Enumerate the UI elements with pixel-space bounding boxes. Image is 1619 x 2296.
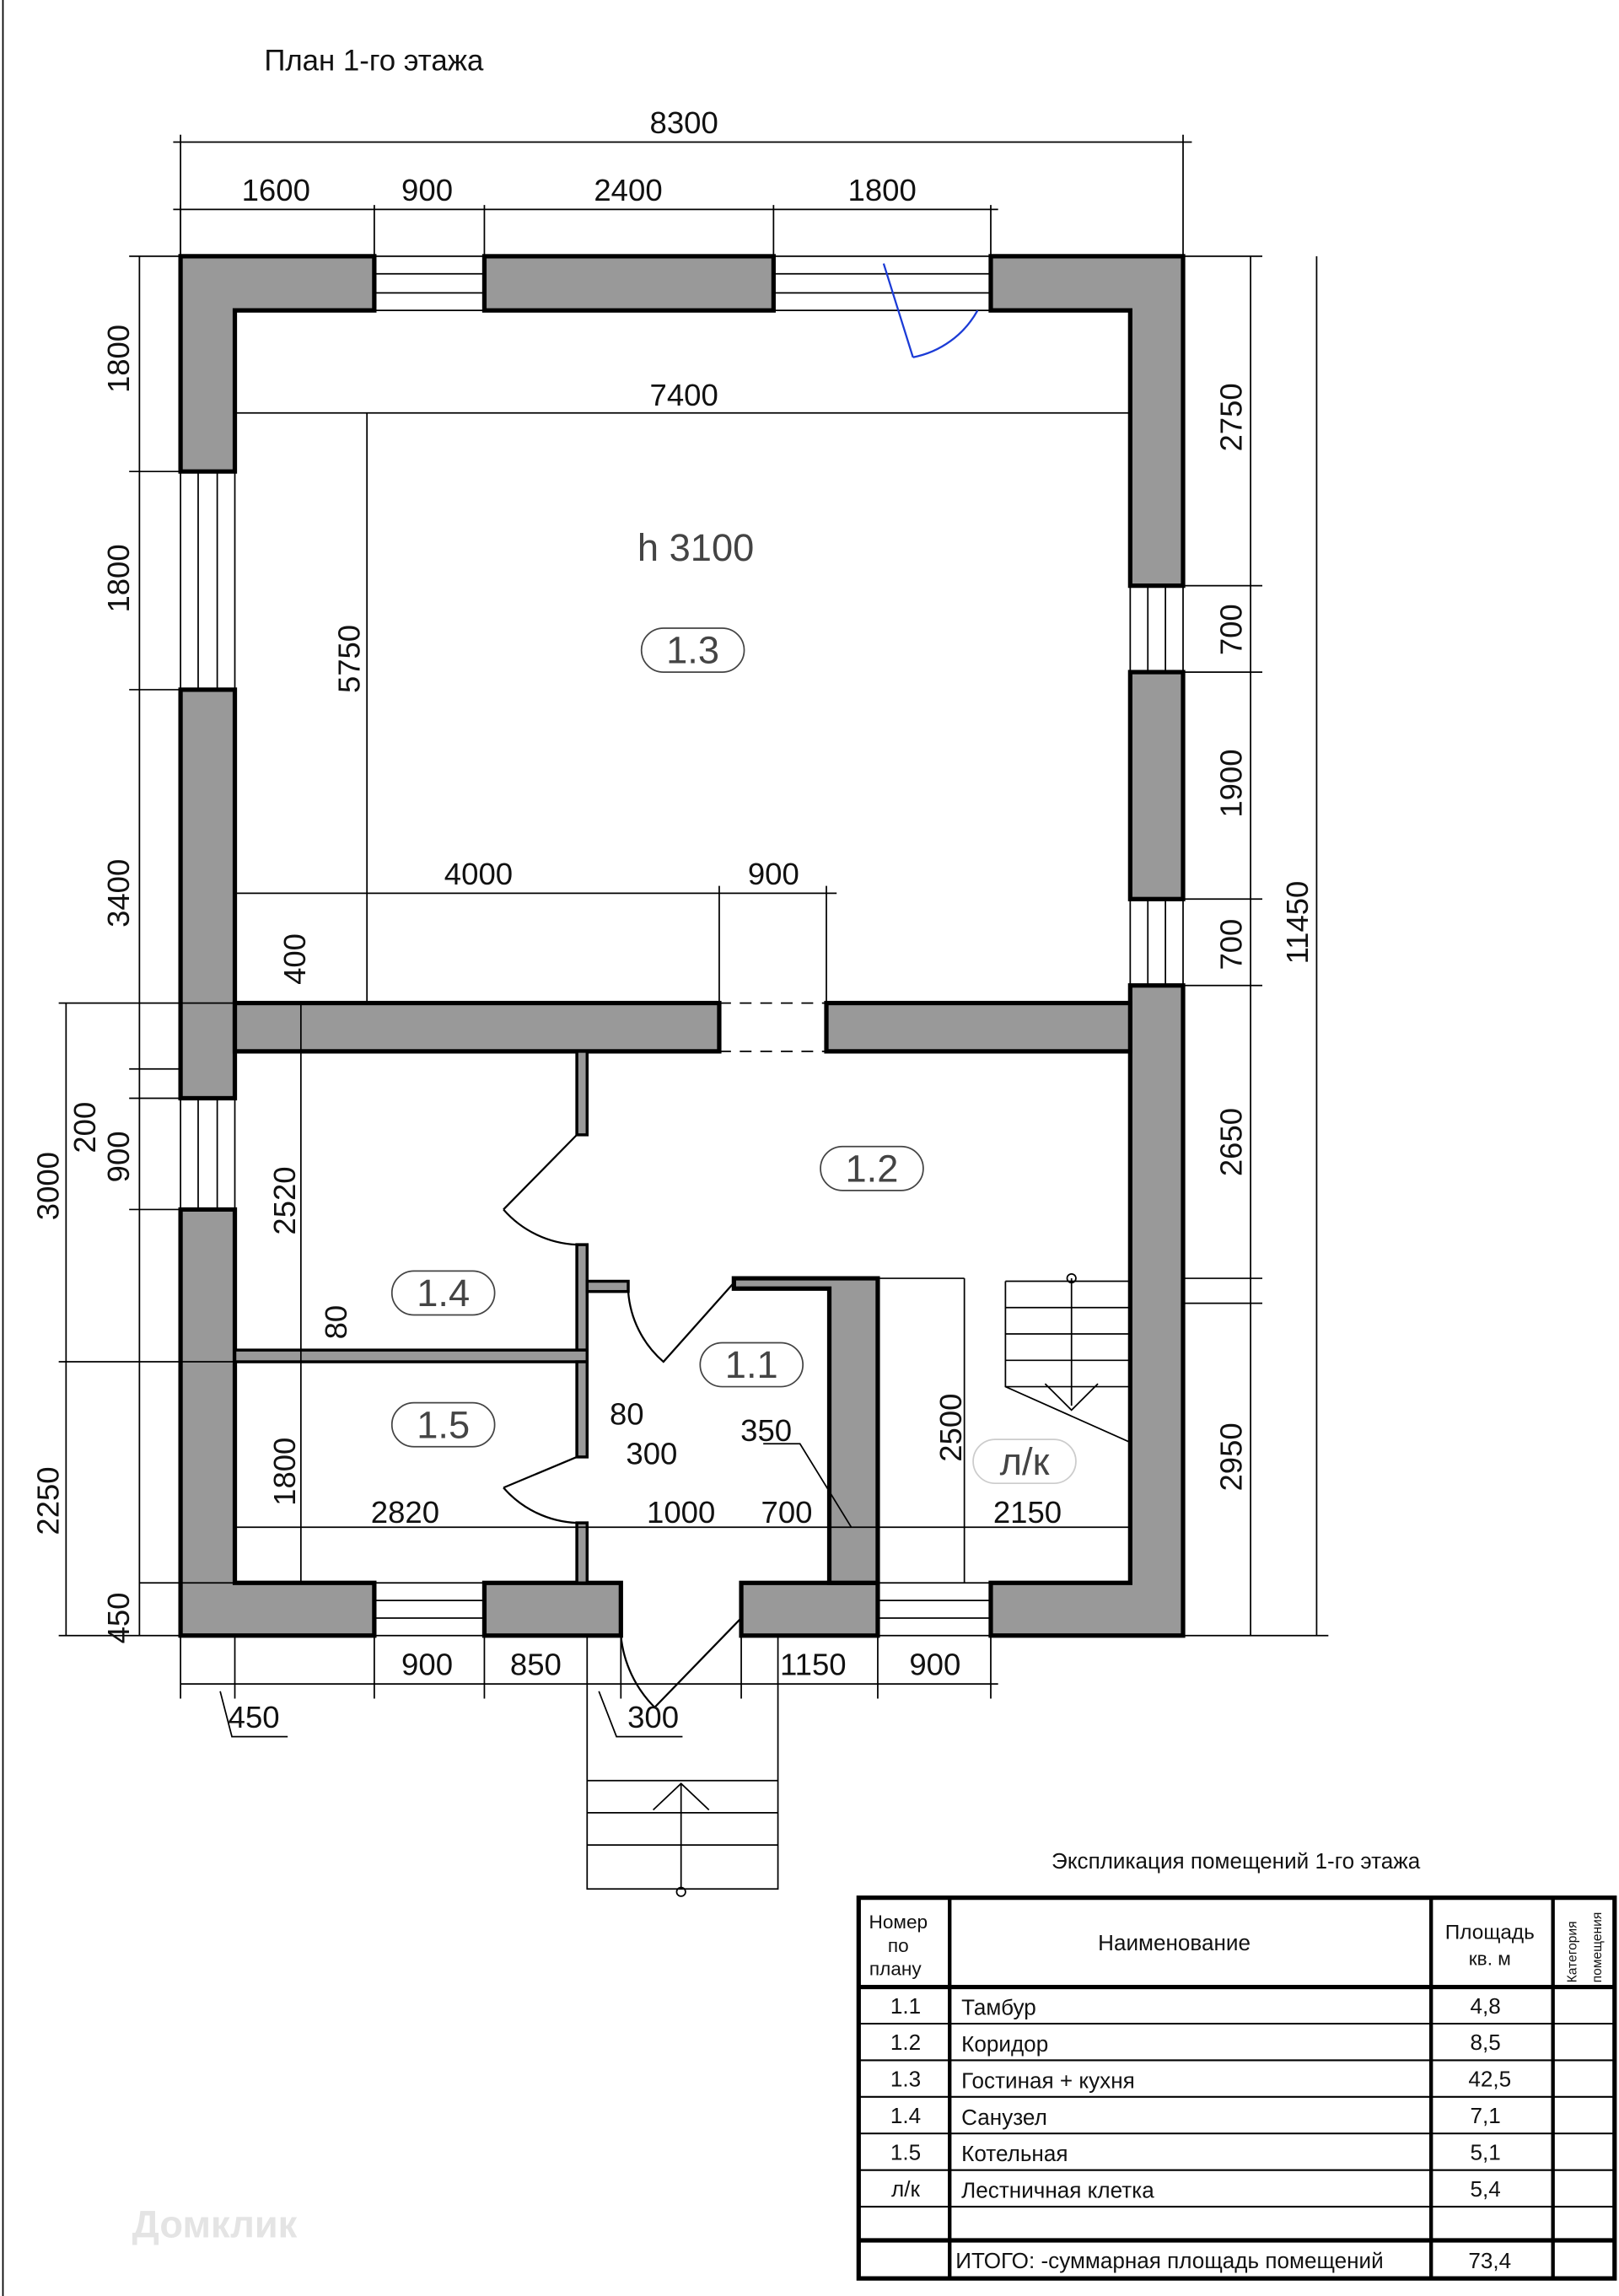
table-row: 1.2 Коридор 8,5: [890, 2030, 1501, 2057]
table-total-row: ИТОГО: -суммарная площадь помещений 73,4: [955, 2248, 1511, 2273]
dimension-label: 3000: [31, 1152, 66, 1220]
dimension-label: 1800: [267, 1438, 302, 1506]
table-cell: 4,8: [1470, 1993, 1500, 2019]
room-tag: л/к: [1000, 1440, 1050, 1483]
dimension-label: 1000: [647, 1495, 715, 1530]
table-cell: 1.4: [890, 2103, 921, 2128]
dimension-label: 450: [101, 1593, 136, 1644]
dimension-label: 350: [740, 1413, 792, 1448]
dimension-label: 1800: [101, 325, 136, 393]
dimension-label: 900: [748, 857, 799, 891]
table-cell: 8,5: [1470, 2030, 1500, 2055]
dimension-label: 2820: [371, 1495, 439, 1530]
table-cell: Площадь: [1445, 1921, 1535, 1944]
dimension-label: 80: [319, 1305, 353, 1340]
dimension-label: 4000: [444, 857, 513, 891]
watermark: Домклик: [132, 2203, 298, 2246]
dimension-label: 3400: [101, 859, 136, 928]
dimension-label: 2750: [1214, 383, 1249, 451]
dimension-label: 5750: [331, 625, 366, 693]
dimension-label: 400: [277, 933, 312, 985]
dimension-label: 450: [229, 1700, 280, 1734]
table-row: 1.5 Котельная 5,1: [890, 2140, 1501, 2167]
table-cell: Лестничная клетка: [961, 2178, 1154, 2203]
explication-table: Экспликация помещений 1-го этажа Номер п…: [856, 1848, 1617, 2281]
table-row: 1.1 Тамбур 4,8: [890, 1993, 1501, 2020]
dimension-label: 900: [401, 1648, 453, 1682]
room-tag: 1.5: [417, 1403, 470, 1446]
room-tag: 1.1: [725, 1343, 778, 1386]
dimension-label: 8300: [650, 105, 718, 140]
dimension-label: 1600: [242, 173, 310, 207]
room-tag: 1.4: [417, 1272, 470, 1315]
dimension-label: 700: [761, 1495, 813, 1530]
table-row: 1.4 Санузел 7,1: [890, 2103, 1501, 2130]
doors: [503, 263, 979, 1709]
table-cell: по: [888, 1935, 909, 1956]
ceiling-height-label: h 3100: [637, 526, 754, 569]
dimension-label: 1800: [101, 544, 136, 612]
table-row: л/к Лестничная клетка 5,4: [891, 2176, 1501, 2203]
table-cell: 7,1: [1470, 2103, 1500, 2128]
dimension-label: 700: [1214, 604, 1249, 655]
table-row: 1.3 Гостиная + кухня 42,5: [890, 2067, 1511, 2094]
room-tags: 1.3 1.2 1.4 1.1 1.5 л/к: [390, 627, 1077, 1485]
dimension-label: 1800: [848, 173, 917, 207]
table-cell: 1.1: [890, 1993, 921, 2019]
dimension-label: 2500: [933, 1394, 968, 1462]
room-tag: 1.2: [846, 1147, 899, 1190]
dimension-label: 80: [610, 1397, 644, 1432]
table-cell: 1.2: [890, 2030, 921, 2055]
dimension-label: 900: [909, 1648, 960, 1682]
table-cell: плану: [869, 1959, 922, 1980]
table-cell: Тамбур: [961, 1995, 1036, 2020]
dimension-label: 1150: [780, 1648, 847, 1682]
table-cell: Котельная: [961, 2141, 1068, 2166]
table-cell: Коридор: [961, 2031, 1048, 2057]
dimension-label: 900: [101, 1132, 136, 1183]
dimension-label: 2950: [1214, 1422, 1249, 1491]
dimension-label: 2650: [1214, 1108, 1249, 1176]
table-cell: 1.3: [890, 2067, 921, 2092]
table-cell: 5,1: [1470, 2140, 1500, 2165]
dimension-label: 7400: [650, 378, 718, 412]
table-cell: 73,4: [1468, 2248, 1511, 2273]
table-cell: Санузел: [961, 2105, 1047, 2130]
table-cell: ИТОГО: -суммарная площадь помещений: [955, 2248, 1384, 2273]
dimension-label: 300: [627, 1700, 679, 1734]
table-cell: 42,5: [1468, 2067, 1511, 2092]
table-cell: 5,4: [1470, 2176, 1500, 2202]
dimension-label: 900: [401, 173, 453, 207]
dimension-label: 700: [1214, 919, 1249, 971]
stairs: [586, 1272, 1131, 1897]
dimension-label: 11450: [1280, 881, 1315, 965]
table-rows: 1.1 Тамбур 4,8 1.2 Коридор 8,5 1.3 Гостиная +…: [890, 1993, 1511, 2273]
plan-title: План 1-го этажа: [264, 45, 484, 77]
windows: [180, 255, 1184, 1637]
dimension-label: 850: [510, 1648, 562, 1682]
dimension-labels: 8300 1600 900 2400 1800 7400 4000 900 57…: [31, 105, 1315, 1734]
dimension-label: 2250: [31, 1466, 66, 1535]
table-cell: кв. м: [1469, 1949, 1511, 1970]
dimension-label: 300: [626, 1437, 677, 1471]
dimension-label: 2150: [993, 1495, 1062, 1530]
table-cell: л/к: [891, 2176, 920, 2202]
table-cell: Гостиная + кухня: [961, 2067, 1135, 2093]
dimension-lines: [58, 134, 1329, 1738]
dimension-label: 200: [67, 1102, 102, 1153]
table-cell: Наименование: [1098, 1930, 1251, 1955]
table-cell: помещения: [1590, 1912, 1605, 1983]
dimension-label: 1900: [1214, 750, 1249, 818]
dimension-label: 2520: [267, 1166, 302, 1234]
room-tag: 1.3: [666, 629, 719, 672]
table-cell: 1.5: [890, 2140, 921, 2165]
dimension-label: 2400: [594, 173, 662, 207]
table-title: Экспликация помещений 1-го этажа: [1052, 1848, 1421, 1874]
table-cell: Номер: [869, 1912, 928, 1933]
walls: [178, 254, 1186, 1638]
table-cell: Категория: [1566, 1921, 1580, 1982]
